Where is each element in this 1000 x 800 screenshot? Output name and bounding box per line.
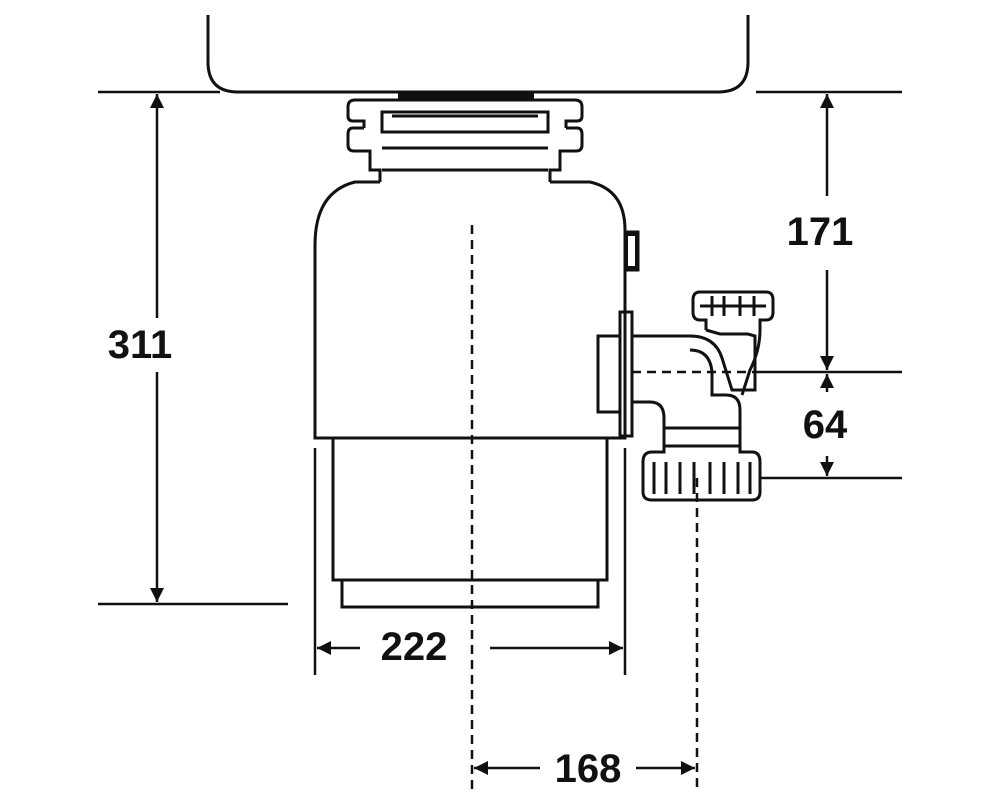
dimension-center-to-drain: 168 [474, 747, 695, 791]
dimension-outlet-to-drain: 64 [803, 374, 848, 476]
mounting-collar [346, 92, 584, 182]
dimension-body-width: 222 [317, 625, 623, 669]
disposer-body [313, 180, 640, 609]
dim-label-311: 311 [108, 323, 173, 367]
center-lines [470, 225, 760, 790]
dimension-top-to-outlet: 171 [787, 94, 854, 370]
outlet-fitting [596, 290, 775, 502]
dim-label-222: 222 [381, 625, 448, 669]
dim-label-64: 64 [803, 403, 848, 447]
dim-label-168: 168 [555, 747, 622, 791]
extension-lines [98, 90, 902, 675]
sink-bowl [206, 15, 750, 94]
dim-label-171: 171 [787, 210, 854, 254]
dimension-total-height: 311 [108, 94, 173, 602]
